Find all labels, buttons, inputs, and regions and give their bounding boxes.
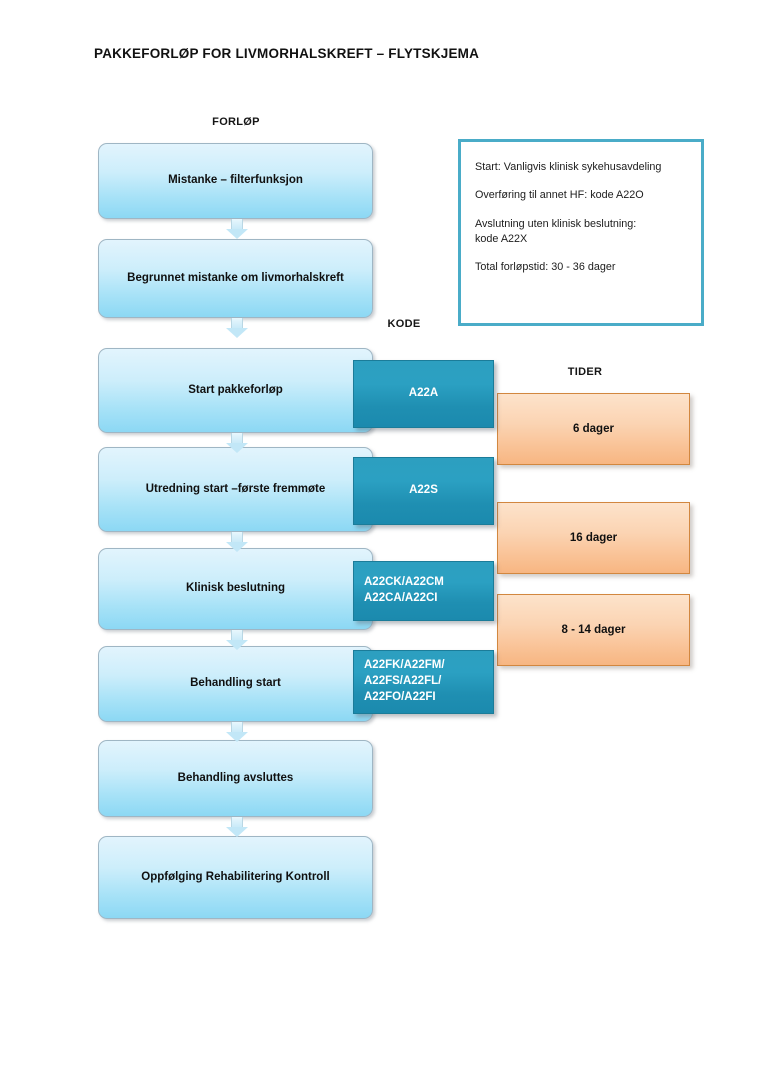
info-box: Start: Vanligvis klinisk sykehusavdeling… (458, 139, 704, 326)
info-line-termination: Avslutning uten klinisk beslutning: kode… (475, 217, 637, 245)
code-badge-behandling-start-codes: A22FK/A22FM/ A22FS/A22FL/ A22FO/A22FI (353, 650, 494, 714)
flow-box-behandling-start: Behandling start (98, 646, 373, 722)
code-badge-a22a: A22A (353, 360, 494, 428)
column-header-kode: KODE (387, 318, 421, 330)
flow-box-label: Mistanke – filterfunksjon (168, 174, 303, 187)
code-badge-label: A22CK/A22CM A22CA/A22CI (364, 576, 444, 604)
time-box-label: 8 - 14 dager (561, 624, 626, 636)
flow-box-start-pakkeforlop: Start pakkeforløp (98, 348, 373, 433)
code-badge-label: A22FK/A22FM/ A22FS/A22FL/ A22FO/A22FI (364, 659, 445, 703)
down-arrow-icon (226, 532, 248, 552)
time-box-16-dager: 16 dager (497, 502, 690, 574)
flow-box-oppfolging-rehabilitering-kontroll: Oppfølging Rehabilitering Kontroll (98, 836, 373, 919)
flow-box-label: Behandling start (190, 677, 281, 690)
code-badge-klinisk-beslutning-codes: A22CK/A22CM A22CA/A22CI (353, 561, 494, 621)
time-box-label: 6 dager (573, 423, 614, 435)
info-line-transfer: Overføring til annet HF: kode A22O (475, 189, 644, 202)
flow-box-label: Start pakkeforløp (188, 383, 283, 396)
column-header-tider: TIDER (567, 366, 603, 378)
page-title: PAKKEFORLØP FOR LIVMORHALSKREFT – FLYTSK… (94, 46, 480, 61)
flow-box-utredning-start: Utredning start –første fremmøte (98, 447, 373, 532)
down-arrow-icon (226, 219, 248, 239)
flow-box-label: Utredning start –første fremmøte (145, 482, 326, 495)
code-badge-a22s: A22S (353, 457, 494, 525)
info-line-total-time: Total forløpstid: 30 - 36 dager (475, 261, 616, 274)
time-box-8-14-dager: 8 - 14 dager (497, 594, 690, 666)
flow-box-mistanke-filterfunksjon: Mistanke – filterfunksjon (98, 143, 373, 219)
code-badge-label: A22S (409, 484, 438, 497)
flow-box-klinisk-beslutning: Klinisk beslutning (98, 548, 373, 630)
flow-box-begrunnet-mistanke: Begrunnet mistanke om livmorhalskreft (98, 239, 373, 318)
down-arrow-icon (226, 630, 248, 650)
flow-box-label: Begrunnet mistanke om livmorhalskreft (127, 271, 344, 284)
code-badge-label: A22A (408, 387, 439, 400)
flow-box-behandling-avsluttes: Behandling avsluttes (98, 740, 373, 817)
down-arrow-icon (226, 817, 248, 837)
time-box-6-dager: 6 dager (497, 393, 690, 465)
flow-box-label: Oppfølging Rehabilitering Kontroll (141, 870, 330, 883)
down-arrow-icon (226, 722, 248, 742)
time-box-label: 16 dager (569, 532, 618, 544)
down-arrow-icon (226, 433, 248, 453)
flow-box-label: Behandling avsluttes (177, 771, 294, 784)
column-header-forlop: FORLØP (212, 116, 260, 128)
flow-box-label: Klinisk beslutning (185, 582, 286, 595)
down-arrow-icon (226, 318, 248, 338)
info-line-start: Start: Vanligvis klinisk sykehusavdeling (475, 161, 662, 173)
